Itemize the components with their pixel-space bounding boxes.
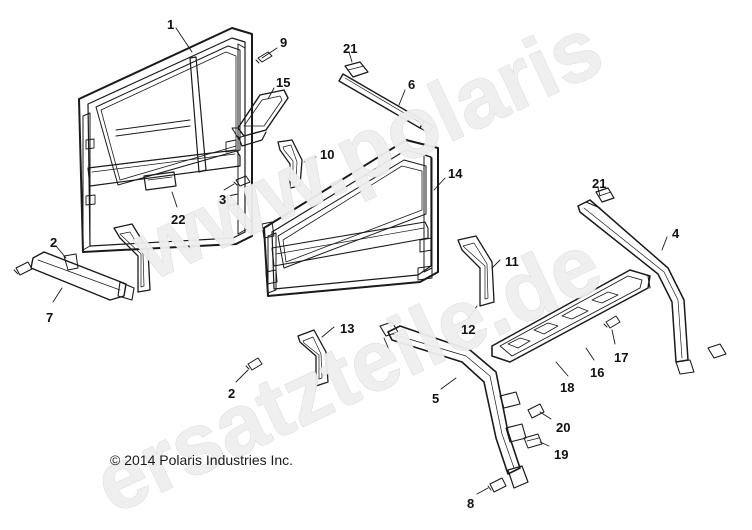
part-6-tube xyxy=(338,73,434,134)
part-11-bracket xyxy=(457,235,495,307)
callout-number-19: 19 xyxy=(554,447,569,462)
callout-number-11: 11 xyxy=(505,254,519,269)
callout-number-15: 15 xyxy=(276,75,291,90)
copyright-notice: © 2014 Polaris Industries Inc. xyxy=(110,452,294,468)
part-19-clip xyxy=(523,433,543,449)
callout-number-6: 6 xyxy=(408,77,416,92)
part-2-fastener-left xyxy=(13,261,33,276)
callout-number-21-upper: 21 xyxy=(343,41,358,56)
callout-number-1: 1 xyxy=(167,17,175,32)
part-21-endcap xyxy=(707,343,727,359)
part-1-frame xyxy=(78,27,253,253)
callout-number-20: 20 xyxy=(556,420,571,435)
callout-number-13: 13 xyxy=(340,321,355,336)
callout-number-8: 8 xyxy=(467,496,475,511)
callout-number-18: 18 xyxy=(560,380,575,395)
part-5-rollbar xyxy=(379,321,529,489)
callout-number-17: 17 xyxy=(614,350,629,365)
callout-number-21-right: 21 xyxy=(592,176,607,191)
callout-number-22: 22 xyxy=(171,212,186,227)
part-21-seal-upper xyxy=(344,61,369,78)
callout-number-5: 5 xyxy=(432,391,440,406)
part-15-rail xyxy=(231,89,289,147)
part-2-bracket-left xyxy=(63,223,151,293)
part-14-frame xyxy=(261,139,439,297)
callout-number-16: 16 xyxy=(590,365,605,380)
callout-number-2-lower: 2 xyxy=(228,386,236,401)
part-4-rollbar xyxy=(577,199,695,375)
callout-number-3: 3 xyxy=(219,192,227,207)
callout-number-10: 10 xyxy=(320,147,335,162)
callout-number-12: 12 xyxy=(461,322,476,337)
part-21-seal-right xyxy=(595,187,615,203)
callout-number-14: 14 xyxy=(448,166,463,181)
callout-number-4: 4 xyxy=(672,226,680,241)
part-8-fastener xyxy=(487,477,507,493)
callout-number-9: 9 xyxy=(280,35,288,50)
part-3-fastener xyxy=(233,175,251,187)
callout-number-2-left: 2 xyxy=(50,235,58,250)
part-7-tube xyxy=(30,251,135,301)
part-16-rail xyxy=(491,269,651,363)
callout-number-7: 7 xyxy=(46,310,54,325)
fastener-9 xyxy=(255,51,273,64)
part-17-fastener xyxy=(603,315,621,329)
part-2-fastener-lower xyxy=(245,357,263,371)
part-10-bracket xyxy=(277,139,303,189)
part-13-bracket xyxy=(297,329,329,387)
part-20-fastener xyxy=(527,403,545,419)
